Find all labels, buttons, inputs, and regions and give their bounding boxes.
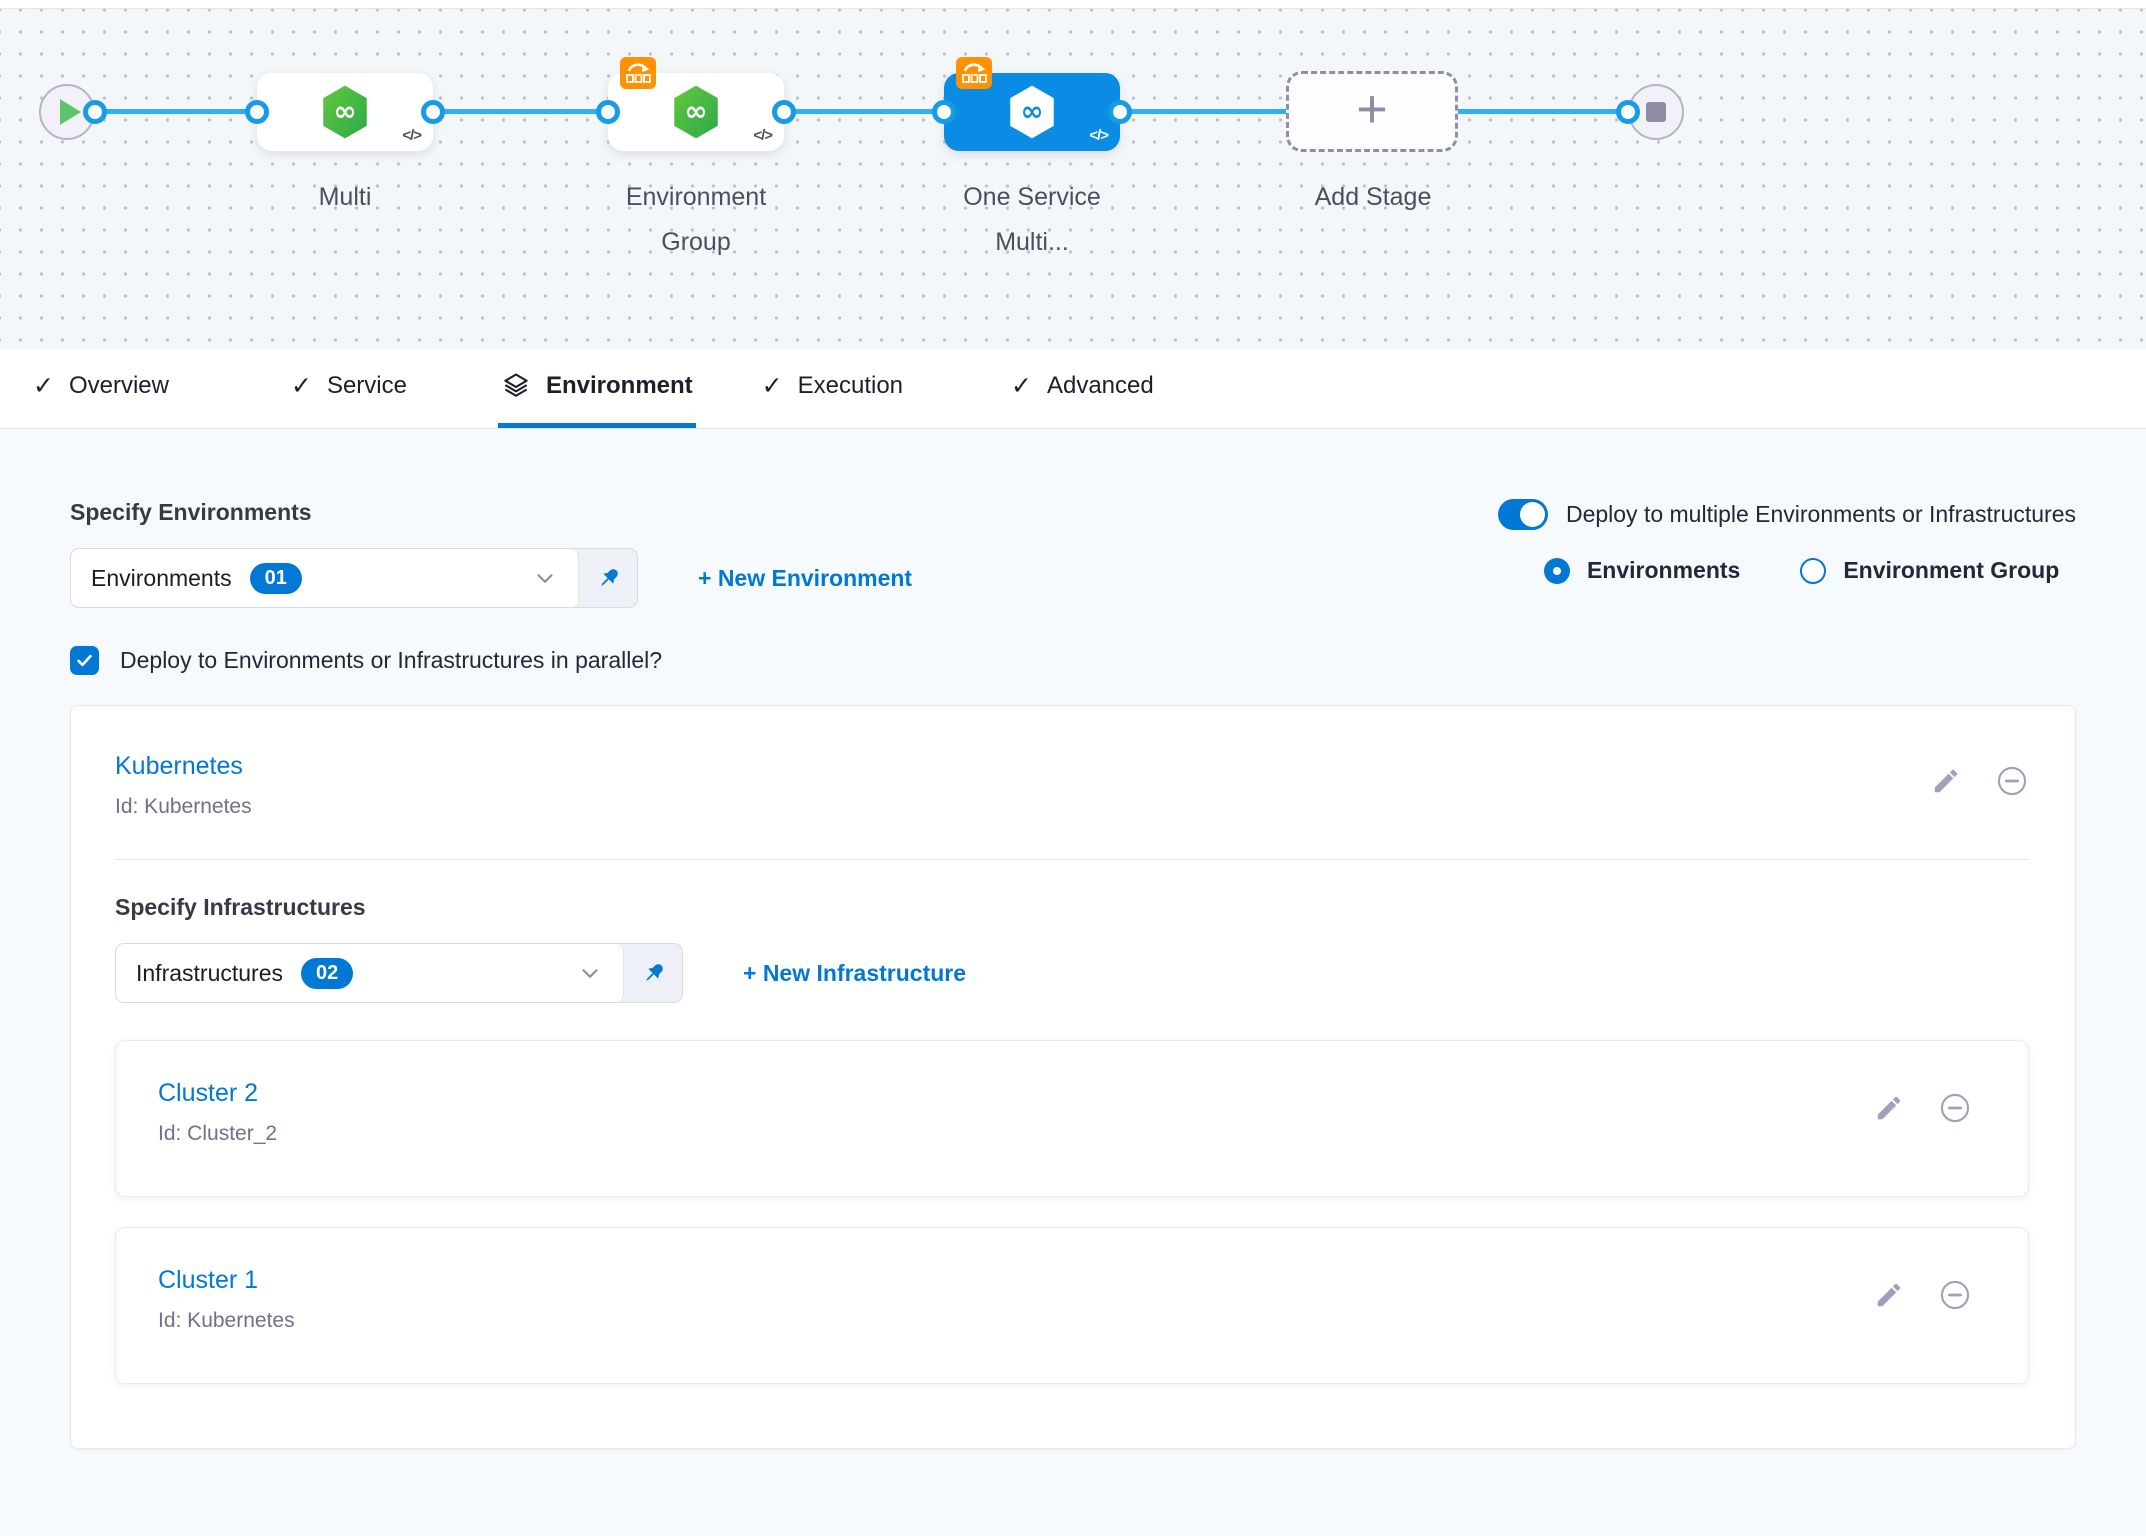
radio-option-environments[interactable]: Environments: [1543, 557, 1740, 584]
pin-button[interactable]: [579, 549, 637, 607]
stage-card-multi[interactable]: ∞ </>: [257, 73, 433, 151]
minus-circle-icon: [1997, 766, 2027, 796]
infrastructure-id: Id: Kubernetes: [158, 1309, 295, 1332]
play-icon: [60, 99, 81, 125]
edit-environment-button[interactable]: [1931, 766, 1961, 796]
connector-dot: [245, 100, 269, 124]
harness-stage-icon: ∞: [323, 85, 367, 139]
tab-environment[interactable]: Environment: [497, 349, 696, 428]
infrastructure-name-link[interactable]: Cluster 1: [158, 1266, 259, 1294]
environment-card-kubernetes: Kubernetes Id: Kubernetes: [70, 705, 2076, 1449]
minus-circle-icon: [1940, 1280, 1970, 1310]
environments-dropdown[interactable]: Environments 01: [70, 548, 638, 608]
stage-card-one-service-multi[interactable]: ∞ </>: [944, 57, 1120, 151]
connector-dot: [1616, 100, 1640, 124]
infrastructure-card-cluster-1: Cluster 1 Id: Kubernetes: [115, 1227, 2029, 1384]
add-stage-button[interactable]: +: [1286, 71, 1458, 152]
rolling-deployment-badge-icon: [956, 57, 992, 89]
environment-name-link[interactable]: Kubernetes: [115, 752, 243, 780]
specify-environments-heading: Specify Environments: [70, 499, 312, 525]
pipeline-canvas[interactable]: ∞ </> ∞ </>: [0, 9, 2146, 349]
radio-environments[interactable]: [1543, 557, 1570, 584]
toggle-knob: [1519, 502, 1545, 527]
remove-infrastructure-button[interactable]: [1938, 1091, 1972, 1125]
check-icon: ✓: [290, 372, 312, 400]
tab-advanced[interactable]: ✓ Advanced: [1011, 372, 1154, 400]
pencil-icon: [1877, 1096, 1901, 1120]
radio-environment-group[interactable]: [1800, 557, 1827, 584]
specify-infrastructures-heading: Specify Infrastructures: [115, 894, 366, 920]
code-icon: </>: [1089, 127, 1109, 144]
environment-id: Id: Kubernetes: [115, 795, 252, 818]
connector-line: [66, 109, 1660, 114]
connector-dot: [932, 100, 956, 124]
connector-dot: [83, 100, 107, 124]
tab-overview[interactable]: ✓ Overview: [33, 372, 169, 400]
chevron-down-icon: [582, 969, 598, 978]
code-icon: </>: [402, 127, 422, 144]
environments-dropdown-value[interactable]: Environments 01: [71, 549, 579, 607]
infrastructure-id: Id: Cluster_2: [158, 1122, 278, 1145]
pin-button[interactable]: [624, 944, 682, 1002]
rolling-deployment-badge-icon: [620, 57, 656, 89]
pipeline-start-node[interactable]: [39, 84, 95, 140]
edit-infrastructure-button[interactable]: [1874, 1280, 1904, 1310]
environments-count-badge: 01: [249, 562, 302, 594]
environment-tab-content: Specify Environments Environments 01: [0, 429, 2146, 1449]
edit-infrastructure-button[interactable]: [1874, 1093, 1904, 1123]
check-icon: ✓: [761, 372, 783, 400]
connector-dot: [421, 100, 445, 124]
infrastructures-dropdown-value[interactable]: Infrastructures 02: [116, 944, 624, 1002]
stage-label: One Service Multi...: [963, 183, 1101, 256]
infrastructures-count-badge: 02: [301, 957, 354, 989]
remove-infrastructure-button[interactable]: [1938, 1278, 1972, 1312]
stage-label: Environment Group: [625, 183, 767, 256]
new-infrastructure-link[interactable]: + New Infrastructure: [743, 959, 967, 986]
connector-dot: [1108, 100, 1132, 124]
check-icon: ✓: [1011, 372, 1032, 400]
remove-environment-button[interactable]: [1995, 764, 2029, 798]
stage-card-environment-group[interactable]: ∞ </>: [608, 57, 784, 151]
stage-tabs: ✓ Overview ✓ Service Environment ✓ Execu…: [0, 349, 2146, 429]
deploy-multiple-toggle-label: Deploy to multiple Environments or Infra…: [1565, 501, 2076, 527]
plus-icon: +: [1356, 78, 1388, 139]
top-divider: [0, 0, 2146, 9]
parallel-checkbox-label: Deploy to Environments or Infrastructure…: [120, 647, 663, 673]
tab-execution[interactable]: ✓ Execution: [761, 372, 904, 400]
connector-dot: [596, 100, 620, 124]
harness-stage-icon: ∞: [1010, 85, 1054, 139]
divider: [115, 859, 2029, 860]
code-icon: </>: [753, 127, 773, 144]
environment-layers-icon: [504, 373, 528, 397]
harness-stage-icon: ∞: [674, 85, 718, 139]
infrastructure-name-link[interactable]: Cluster 2: [158, 1079, 259, 1107]
check-icon: ✓: [33, 372, 54, 400]
connector-dot: [772, 100, 796, 124]
radio-option-environment-group[interactable]: Environment Group: [1800, 557, 2059, 584]
parallel-checkbox[interactable]: [70, 646, 99, 675]
pencil-icon: [1934, 769, 1958, 793]
chevron-down-icon: [537, 574, 553, 583]
stage-label: Multi: [318, 183, 372, 211]
svg-text:∞: ∞: [684, 95, 707, 128]
check-icon: [77, 654, 92, 667]
stop-icon: [1646, 102, 1666, 122]
pin-icon: [645, 963, 663, 981]
infrastructures-dropdown[interactable]: Infrastructures 02: [115, 943, 683, 1003]
new-environment-link[interactable]: + New Environment: [698, 564, 913, 591]
tab-service[interactable]: ✓ Service: [290, 372, 407, 400]
infrastructure-card-cluster-2: Cluster 2 Id: Cluster_2: [115, 1040, 2029, 1197]
pencil-icon: [1877, 1283, 1901, 1307]
deploy-multiple-toggle[interactable]: [1497, 499, 1548, 530]
svg-text:∞: ∞: [1020, 95, 1043, 128]
svg-text:∞: ∞: [333, 95, 356, 128]
pin-icon: [600, 568, 618, 586]
minus-circle-icon: [1940, 1093, 1970, 1123]
add-stage-label: Add Stage: [1314, 183, 1432, 211]
